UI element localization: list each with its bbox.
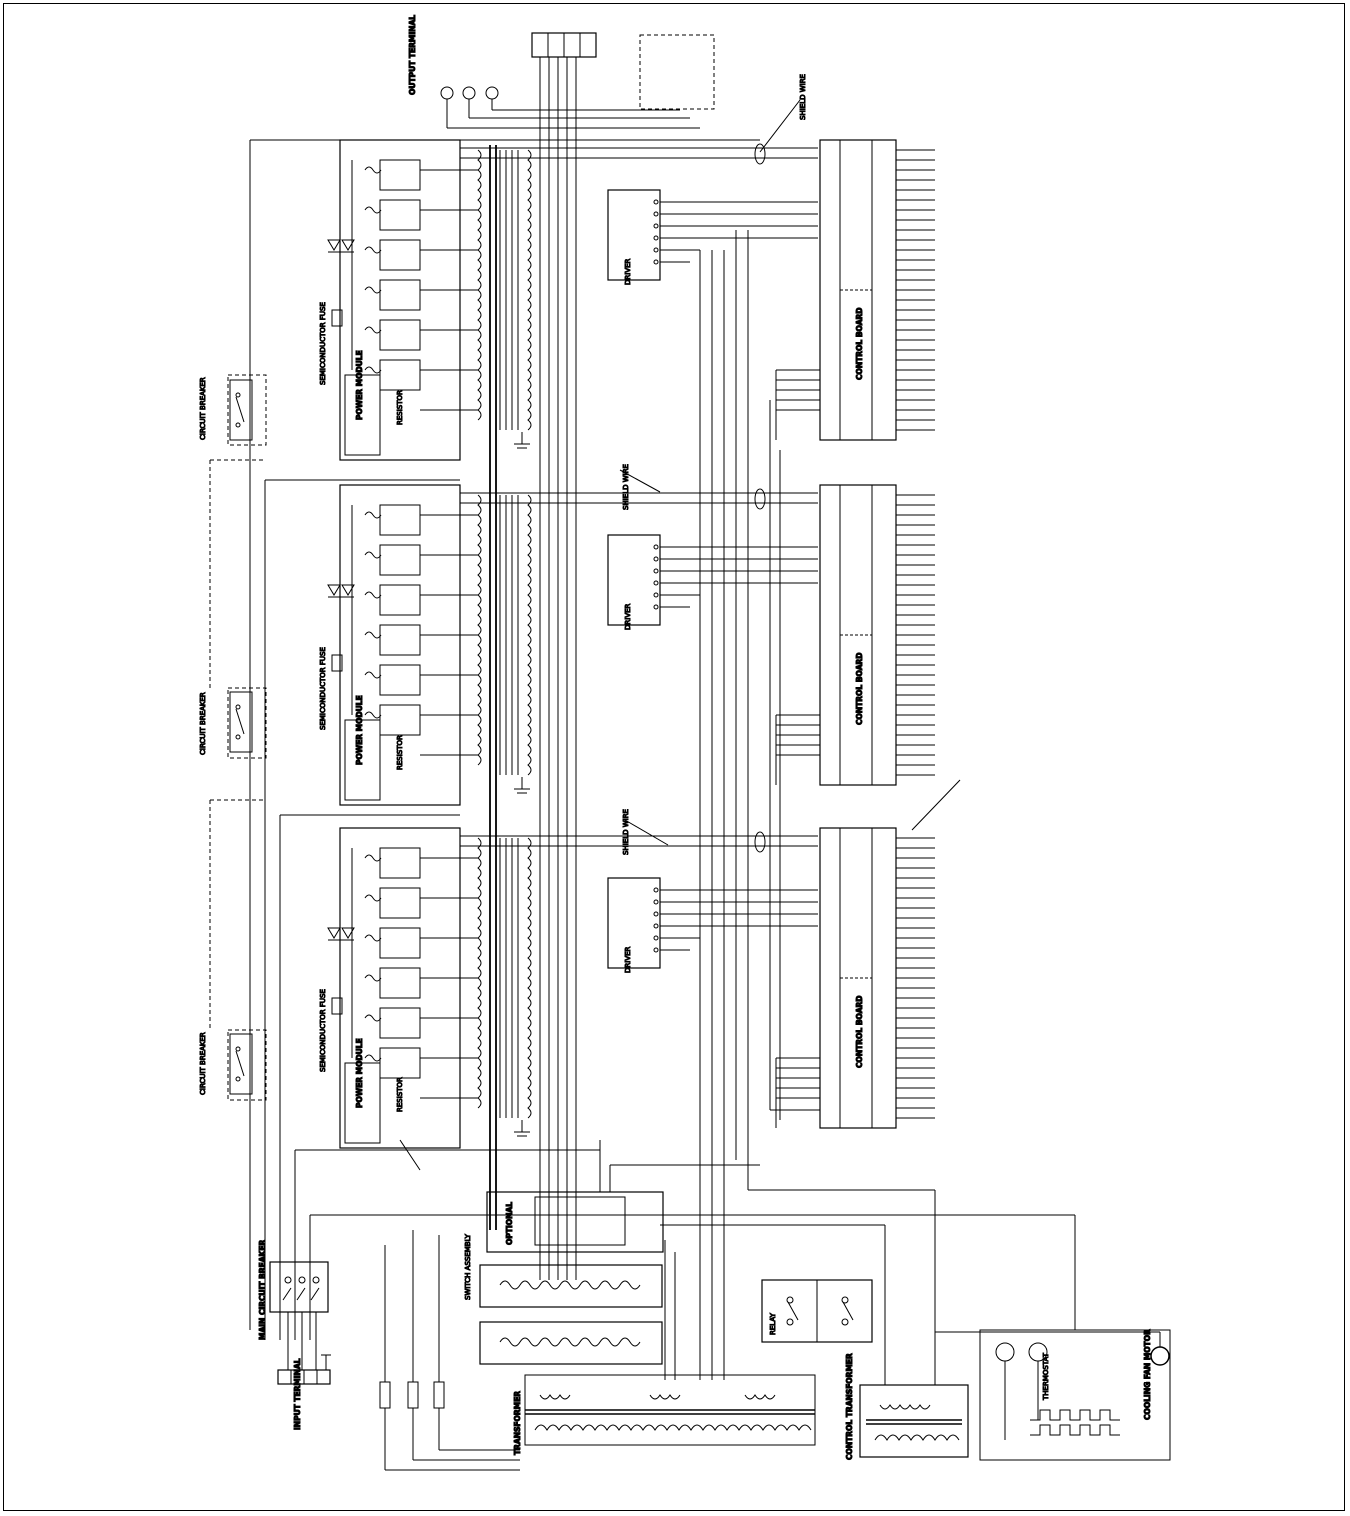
output-terminal-block: OUTPUT TERMINAL	[408, 14, 715, 129]
top-semiconductor-fuse-label: SEMICONDUCTOR FUSE	[319, 302, 327, 385]
top-resistor-label: RESISTOR	[396, 390, 404, 425]
fan-label: COOLING FAN MOTOR	[1143, 1329, 1152, 1420]
main-breaker: MAIN CIRCUIT BREAKER	[258, 1239, 329, 1370]
relay-label: RELAY	[769, 1312, 777, 1335]
top-driver-label: DRIVER	[624, 258, 632, 285]
middle-driver-label: DRIVER	[624, 603, 632, 630]
bottom-power-module-label: POWER MODULE	[355, 1038, 364, 1108]
section-middle	[327, 484, 936, 806]
control-transformer-label: CONTROL TRANSFORMER	[845, 1353, 854, 1460]
section-labels: POWER MODULE POWER MODULE POWER MODULE R…	[199, 74, 865, 1113]
transformer-label: TRANSFORMER	[513, 1391, 522, 1455]
bottom-resistor-label: RESISTOR	[396, 1077, 404, 1112]
output-terminal-label: OUTPUT TERMINAL	[408, 15, 417, 95]
main-transformer: TRANSFORMER	[513, 1374, 816, 1456]
bottom-fuses	[379, 1230, 520, 1471]
middle-semiconductor-fuse-label: SEMICONDUCTOR FUSE	[319, 647, 327, 730]
bottom-shield-label: SHIELD WIRE	[622, 809, 630, 855]
left-feeders	[209, 139, 760, 1340]
top-breaker-label: CIRCUIT BREAKER	[199, 377, 207, 440]
bottom-driver-label: DRIVER	[624, 946, 632, 973]
optional-board: OPTIONAL SWITCH ASSEMBLY	[464, 1191, 664, 1365]
middle-control-board-label: CONTROL BOARD	[855, 652, 864, 725]
middle-power-module-label: POWER MODULE	[355, 695, 364, 765]
breaker-switches	[229, 379, 253, 1095]
middle-shield-label: SHIELD WIRE	[622, 464, 630, 510]
leader-lines	[399, 99, 961, 1171]
input-terminal-label: INPUT TERMINAL	[293, 1358, 302, 1430]
phase-bus-lines	[489, 57, 577, 1280]
fan-thermostat-panel: COOLING FAN MOTOR THERMOSTAT	[935, 1328, 1171, 1461]
top-power-module-label: POWER MODULE	[355, 350, 364, 420]
bottom-semiconductor-fuse-label: SEMICONDUCTOR FUSE	[319, 989, 327, 1072]
top-shield-label: SHIELD WIRE	[799, 74, 807, 120]
middle-breaker-label: CIRCUIT BREAKER	[199, 692, 207, 755]
page-frame	[3, 3, 1345, 1511]
optional-label: OPTIONAL	[505, 1202, 514, 1245]
input-terminal: INPUT TERMINAL	[277, 1354, 331, 1431]
thermostat-label: THERMOSTAT	[1042, 1352, 1050, 1401]
switch-assembly-label: SWITCH ASSEMBLY	[464, 1233, 472, 1300]
section-bottom	[327, 827, 936, 1149]
section-top	[327, 139, 936, 461]
control-transformer: CONTROL TRANSFORMER	[845, 1352, 969, 1461]
top-control-board-label: CONTROL BOARD	[855, 307, 864, 380]
middle-resistor-label: RESISTOR	[396, 735, 404, 770]
bottom-control-board-label: CONTROL BOARD	[855, 995, 864, 1068]
relay-box: RELAY	[761, 1279, 873, 1343]
bottom-breaker-label: CIRCUIT BREAKER	[199, 1032, 207, 1095]
main-breaker-label: MAIN CIRCUIT BREAKER	[258, 1240, 267, 1340]
control-wiring	[599, 230, 1076, 1385]
